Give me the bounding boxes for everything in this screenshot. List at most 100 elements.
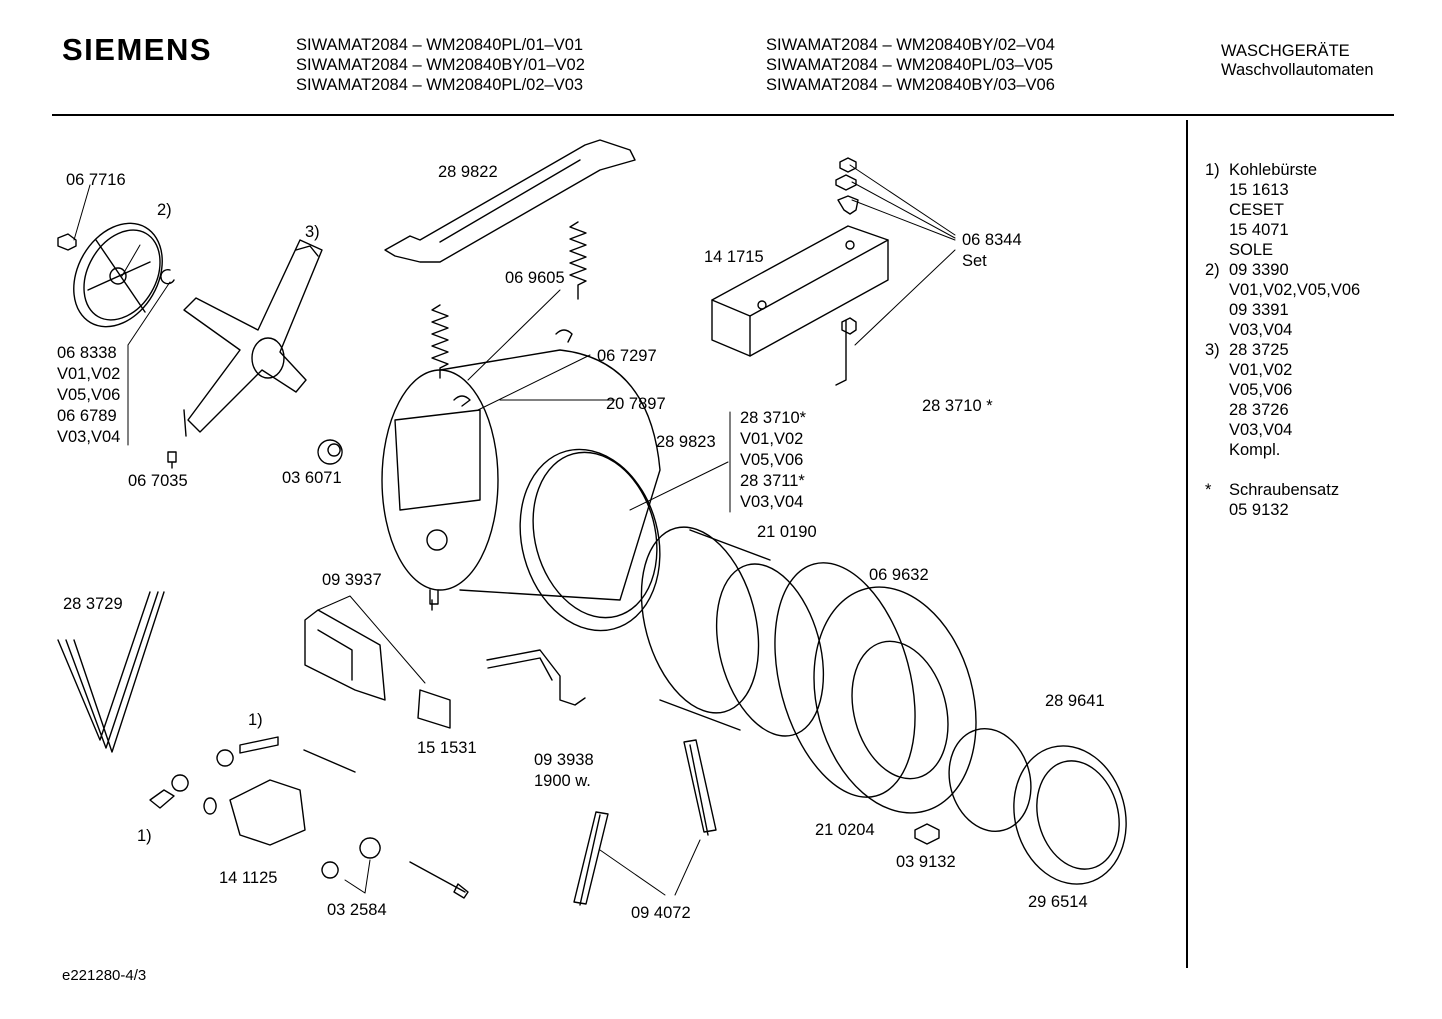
model-line: SIWAMAT2084 – WM20840PL/02–V03 [296, 76, 584, 94]
note-marker: 2) [157, 201, 172, 219]
header-divider [52, 114, 1394, 116]
part-label: 28 3710 * [922, 397, 993, 415]
legend-lines: 28 3725 V01,V02 V05,V06 28 3726 V03,V04 … [1229, 340, 1292, 460]
model-line: SIWAMAT2084 – WM20840BY/02–V04 [766, 36, 1055, 54]
legend-line: V03,V04 [1229, 421, 1293, 439]
legend-divider [1186, 120, 1188, 968]
note-marker: 1) [137, 827, 152, 845]
washer-icon [835, 174, 857, 191]
legend-line: 05 9132 [1229, 501, 1289, 519]
door-bellow [1013, 745, 1127, 885]
bolt-icon [57, 233, 77, 251]
part-number: 06 8344 [962, 231, 1022, 249]
clamp-ring [948, 728, 1032, 832]
clip-icon [555, 329, 573, 343]
legend-key: 1) [1205, 161, 1220, 179]
variant-line: V05,V06 [57, 386, 121, 404]
washer-icon [216, 749, 234, 767]
clip-icon [453, 395, 471, 407]
screw-icon [167, 451, 177, 469]
part-label: 28 9641 [1045, 692, 1105, 710]
drum-spider [183, 239, 323, 437]
part-number: 09 3938 [534, 751, 594, 769]
variant-line: V03,V04 [740, 493, 804, 511]
category-block: WASCHGERÄTE Waschvollautomaten [1221, 42, 1374, 80]
control-module [304, 609, 386, 701]
carbon-brush-icon [149, 789, 175, 809]
model-line: SIWAMAT2084 – WM20840PL/03–V05 [766, 56, 1054, 74]
legend-entry: * Schraubensatz 05 9132 [1205, 480, 1360, 520]
tub-ring [519, 448, 661, 632]
variant-line: V03,V04 [57, 428, 121, 446]
part-note: 1900 w. [534, 772, 591, 790]
variant-line: 06 8338 [57, 344, 117, 362]
bolt-icon [835, 317, 857, 386]
part-label: 09 3937 [322, 571, 382, 589]
note-marker: 3) [305, 223, 320, 241]
bolt-icon [409, 861, 469, 899]
part-label: 06 9632 [869, 566, 929, 584]
category-subtitle: Waschvollautomaten [1221, 61, 1374, 79]
connector-icon [417, 689, 451, 729]
legend-line: V01,V02 [1229, 361, 1293, 379]
legend-lines: Schraubensatz 05 9132 [1229, 480, 1339, 520]
category-title: WASCHGERÄTE [1221, 42, 1350, 60]
part-label: 14 1125 [219, 869, 278, 887]
nut-icon [839, 157, 857, 173]
drive-belt [57, 591, 165, 753]
carbon-brush-icon [239, 736, 279, 754]
parts-legend: 1) Kohlebürste 15 1613 CESET 15 4071 SOL… [1205, 160, 1360, 520]
washer-icon [171, 774, 189, 792]
tub-assembly [381, 349, 661, 611]
part-label: 21 0190 [757, 523, 817, 541]
legend-lines: Kohlebürste 15 1613 CESET 15 4071 SOLE [1229, 160, 1317, 260]
part-label: 20 7897 [606, 395, 666, 413]
legend-line: 28 3725 [1229, 341, 1289, 359]
variant-line: V05,V06 [740, 451, 804, 469]
part-label: 29 6514 [1028, 893, 1088, 911]
legend-line: 09 3391 [1229, 301, 1289, 319]
part-label: 06 7035 [128, 472, 188, 490]
legend-entry: 2) 09 3390 V01,V02,V05,V06 09 3391 V03,V… [1205, 260, 1360, 340]
variant-list-left: 06 8338 V01,V02 V05,V06 06 6789 V03,V04 [57, 343, 120, 448]
part-label: 28 9822 [438, 163, 498, 181]
siemens-logo: SIEMENS [62, 32, 213, 67]
part-label: 14 1715 [704, 248, 764, 266]
drawing-id: e221280-4/3 [62, 967, 147, 984]
drum [640, 526, 825, 737]
legend-lines: 09 3390 V01,V02,V05,V06 09 3391 V03,V04 [1229, 260, 1360, 340]
legend-line: SOLE [1229, 241, 1274, 259]
legend-line: Kompl. [1229, 441, 1281, 459]
front-tub [813, 586, 977, 814]
part-label: 03 6071 [282, 469, 342, 487]
legend-entry: 3) 28 3725 V01,V02 V05,V06 28 3726 V03,V… [1205, 340, 1360, 460]
variant-line: 28 3710* [740, 409, 807, 427]
tub-seal-ring [774, 562, 916, 798]
legend-line: V01,V02,V05,V06 [1229, 281, 1361, 299]
counterweight [711, 225, 889, 357]
bushing-icon [837, 195, 859, 215]
motor [203, 779, 306, 846]
legend-line: 15 4071 [1229, 221, 1289, 239]
legend-line: V03,V04 [1229, 321, 1293, 339]
part-label: 06 9605 [505, 269, 565, 287]
shock-absorber [573, 811, 609, 906]
legend-line: 15 1613 [1229, 181, 1289, 199]
nut-icon [914, 823, 940, 845]
pulley-wheel [73, 222, 163, 328]
part-label: 06 8344 Set [962, 230, 1022, 272]
part-label: 03 9132 [896, 853, 956, 871]
part-label: 28 9823 [656, 433, 716, 451]
model-line: SIWAMAT2084 – WM20840BY/03–V06 [766, 76, 1055, 94]
part-label: 06 7297 [597, 347, 657, 365]
bushing-icon [359, 837, 381, 859]
model-list-left: SIWAMAT2084 – WM20840PL/01–V01 SIWAMAT20… [296, 35, 585, 95]
model-list-right: SIWAMAT2084 – WM20840BY/02–V04 SIWAMAT20… [766, 35, 1055, 95]
legend-line: 09 3390 [1229, 261, 1289, 279]
heater-element [486, 649, 586, 706]
variant-list-mid: 28 3710* V01,V02 V05,V06 28 3711* V03,V0… [740, 408, 806, 513]
part-label: 03 2584 [327, 901, 387, 919]
legend-entry: 1) Kohlebürste 15 1613 CESET 15 4071 SOL… [1205, 160, 1360, 260]
part-label: 09 3938 1900 w. [534, 750, 594, 792]
circlip-icon [160, 268, 175, 285]
